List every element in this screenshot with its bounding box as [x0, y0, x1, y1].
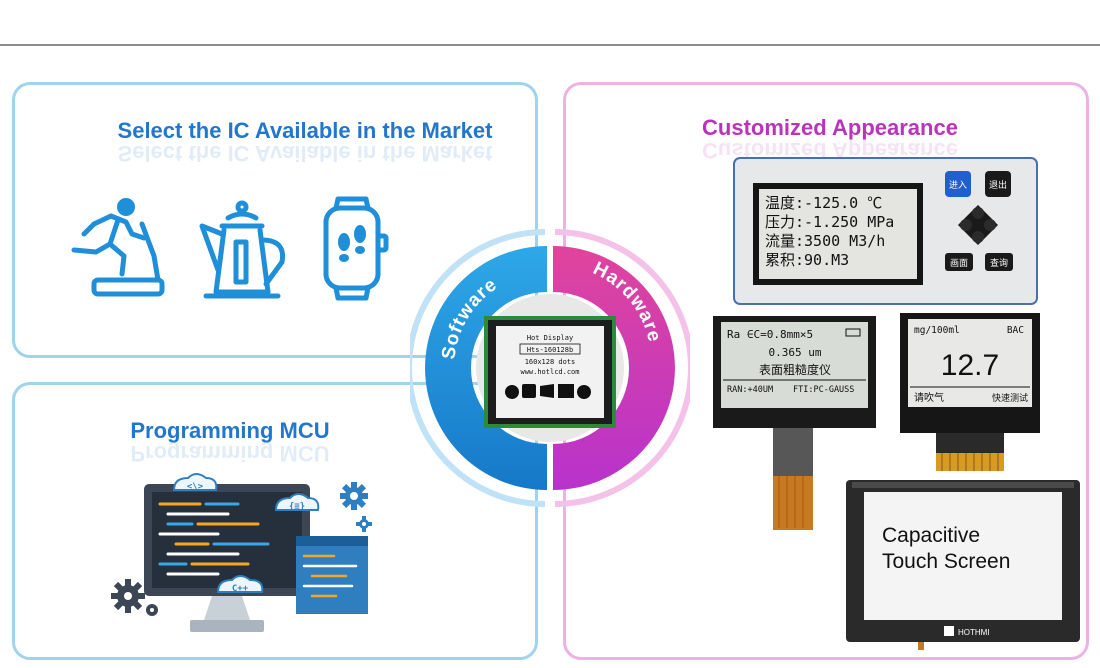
cog2-value: 12.7 — [941, 349, 999, 382]
meter-row-2: 压力:-1.250 MPa — [765, 213, 894, 231]
code-badge-braces: {≡} — [289, 502, 305, 512]
code-badge-tag: <\> — [187, 482, 204, 492]
module-line-1: Hot Display — [527, 334, 573, 342]
touch-line-2: Touch Screen — [882, 550, 1010, 573]
cog-lcd-roughness: Ra ∈C=0.8mm×5 0.365 um 表面粗糙度仪 RAN:+40UM … — [713, 316, 876, 530]
module-line-4: www.hotlcd.com — [520, 368, 579, 376]
kettle-icon — [199, 200, 286, 299]
module-line-2: Hts-160128b — [527, 346, 573, 354]
mcu-heading-reflection: Programming MCU — [130, 441, 330, 466]
cog2-tag: BAC — [1007, 325, 1024, 336]
cog2-left-text: 请吹气 — [914, 391, 944, 404]
cog1-title: 表面粗糙度仪 — [759, 362, 831, 377]
code-badge-cpp: C++ — [232, 584, 249, 594]
programming-illustration: <\> {≡} C++ — [111, 473, 372, 632]
ic-panel — [12, 82, 538, 358]
touch-brand: HOTHMI — [958, 628, 990, 637]
mcu-panel — [12, 382, 538, 660]
ic-heading-reflection: Select the IC Available in the Market — [117, 141, 493, 166]
meter-row-1: 温度:-125.0 ℃ — [765, 194, 882, 212]
treadmill-runner-icon — [71, 198, 165, 297]
meter-row-3: 流量:3500 M3/h — [765, 232, 885, 250]
top-divider-line — [0, 44, 1100, 46]
hardware-heading: Customized Appearance — [702, 115, 958, 140]
capacitive-touch-screen: Capacitive Touch Screen HOTHMI — [846, 480, 1080, 650]
touch-line-1: Capacitive — [882, 524, 980, 547]
cog1-foot-right: FTI:PC-GAUSS — [793, 385, 854, 395]
meter-screen-button[interactable]: 画面 — [950, 258, 968, 269]
mcu-heading: Programming MCU — [130, 418, 330, 443]
cog1-value: 0.365 um — [769, 346, 822, 359]
meter-exit-button[interactable]: 退出 — [989, 179, 1007, 191]
module-line-3: 160x128 dots — [525, 358, 576, 366]
cog1-head: Ra ∈C=0.8mm×5 — [727, 328, 813, 341]
meter-query-button[interactable]: 查询 — [990, 257, 1008, 269]
cog1-foot-left: RAN:+40UM — [727, 385, 773, 395]
cog2-unit: mg/100ml — [914, 325, 960, 336]
ic-heading: Select the IC Available in the Market — [117, 118, 493, 143]
smartwatch-icon — [323, 196, 389, 301]
meter-enter-button[interactable]: 进入 — [949, 180, 967, 191]
center-lcd-module: Hot Display Hts-160128b 160x128 dots www… — [484, 316, 616, 428]
cog-lcd-breathalyzer: mg/100ml BAC 12.7 请吹气 快速测试 — [900, 313, 1040, 471]
cog2-right-text: 快速测试 — [992, 392, 1028, 404]
meter-row-4: 累积:90.M3 — [765, 251, 849, 269]
meter-display-module: 温度:-125.0 ℃ 压力:-1.250 MPa 流量:3500 M3/h 累… — [733, 157, 1038, 305]
